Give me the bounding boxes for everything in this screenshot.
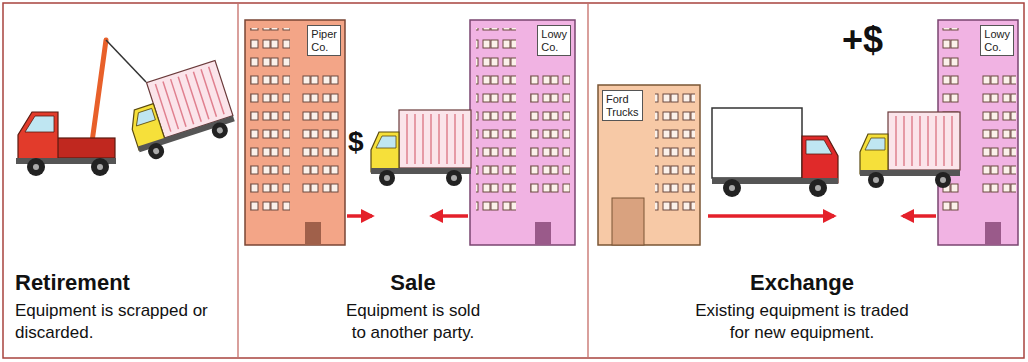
- company-sign: Lowy Co.: [980, 25, 1014, 56]
- tow-truck: [16, 40, 146, 176]
- building: [245, 20, 345, 245]
- separator: [587, 4, 588, 357]
- flow-arrow: [903, 214, 936, 218]
- separator: [237, 4, 238, 357]
- traded-truck: [860, 112, 960, 188]
- flow-arrow: [708, 214, 834, 218]
- building: [470, 20, 575, 245]
- company-building: Lowy Co.: [938, 20, 1018, 245]
- method-panel: Ford Trucks Lowy Co. ExchangeExisting equi…: [588, 6, 1020, 356]
- caption-block: RetirementEquipment is scrapped or disca…: [15, 270, 215, 343]
- cash-symbol: +$: [842, 22, 883, 58]
- method-panel: RetirementEquipment is scrapped or disca…: [8, 6, 238, 356]
- flow-arrow: [432, 214, 468, 218]
- caption-block: ExchangeExisting equipment is traded for…: [686, 270, 918, 343]
- caption-block: SaleEquipment is sold to another party.: [338, 270, 488, 343]
- method-heading: Sale: [338, 270, 488, 296]
- method-description: Equipment is sold to another party.: [338, 300, 488, 343]
- method-heading: Retirement: [15, 270, 215, 296]
- method-heading: Exchange: [686, 270, 918, 296]
- flow-arrow: [347, 214, 372, 218]
- company-sign: Piper Co.: [307, 25, 341, 56]
- method-description: Existing equipment is traded for new equ…: [686, 300, 918, 343]
- company-sign: Lowy Co.: [537, 25, 571, 56]
- sold-truck: [371, 110, 471, 186]
- company-sign: Ford Trucks: [602, 90, 643, 121]
- building: [598, 85, 700, 245]
- new-truck: [712, 108, 838, 197]
- company-building: Piper Co.: [245, 20, 345, 245]
- company-building: Lowy Co.: [470, 20, 575, 245]
- method-panel: Piper Co. Lowy Co. SaleEquipment is sold t…: [238, 6, 588, 356]
- dealer-building: Ford Trucks: [598, 85, 700, 245]
- method-description: Equipment is scrapped or discarded.: [15, 300, 215, 343]
- frame: [3, 3, 1024, 358]
- scrapped-truck: [120, 60, 239, 163]
- cash-symbol: $: [348, 128, 364, 156]
